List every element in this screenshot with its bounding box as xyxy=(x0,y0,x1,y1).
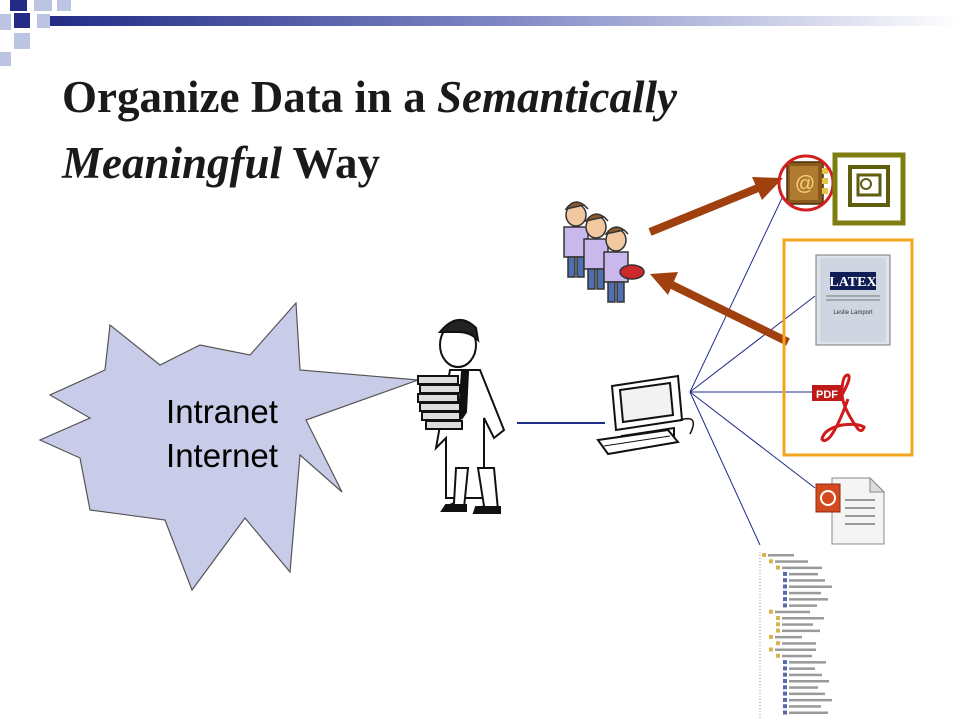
tree-node-label xyxy=(789,585,832,588)
tree-node-label xyxy=(782,629,820,633)
tree-node-icon xyxy=(783,672,787,677)
tree-node-icon xyxy=(776,641,780,646)
tree-node-label xyxy=(782,566,822,570)
powerpoint-document-icon[interactable] xyxy=(815,476,886,545)
tree-node-icon xyxy=(783,578,787,583)
tree-node-icon xyxy=(776,616,780,620)
tree-node-label xyxy=(789,604,817,607)
tree-node-icon xyxy=(769,647,773,652)
person-carrying-documents xyxy=(417,319,506,514)
tree-node-label xyxy=(789,579,825,582)
tree-node-icon xyxy=(783,590,787,595)
tree-node-label xyxy=(789,692,825,696)
tree-node-icon xyxy=(783,685,787,690)
tree-node-icon xyxy=(776,628,780,633)
tree-node-label xyxy=(775,648,816,651)
tree-node-icon xyxy=(783,571,787,576)
tree-node-label xyxy=(782,623,813,626)
pdf-label: PDF xyxy=(816,389,838,401)
tree-node-label xyxy=(782,617,824,620)
tree-node-icon xyxy=(776,622,780,627)
address-book-icon[interactable]: @ xyxy=(786,161,828,205)
title-part-1: Organize Data in a xyxy=(62,72,437,122)
tree-node-label xyxy=(782,642,816,645)
tree-node-label xyxy=(789,598,828,601)
corner-decoration xyxy=(0,0,71,66)
title-part-2: Way xyxy=(282,138,381,188)
file-tree-icon[interactable] xyxy=(754,548,848,720)
people-group-icon xyxy=(563,201,645,303)
tree-node-icon xyxy=(783,584,787,589)
tree-node-label xyxy=(775,610,810,614)
arrows xyxy=(648,177,790,346)
burst-label: Intranet Internet xyxy=(112,390,332,478)
network-lines xyxy=(689,195,816,546)
latex-book-author: Leslie Lamport xyxy=(833,310,873,316)
header-bar xyxy=(50,16,960,26)
presentation-frame xyxy=(832,152,906,226)
tree-node-icon xyxy=(783,679,787,683)
tree-node-label xyxy=(782,654,812,658)
svg-text:@: @ xyxy=(795,173,815,195)
tree-node-icon xyxy=(776,565,780,570)
tree-node-label xyxy=(789,686,818,689)
burst-line-internet: Internet xyxy=(166,437,278,474)
tree-node-icon xyxy=(783,697,787,702)
title-emphasis-2: Meaningful xyxy=(62,138,283,188)
tree-node-icon xyxy=(783,704,787,709)
tree-node-icon xyxy=(783,666,787,671)
tree-node-icon xyxy=(769,634,773,639)
document-frame xyxy=(782,238,914,457)
tree-node-label xyxy=(789,591,821,595)
latex-book-icon[interactable] xyxy=(815,254,891,346)
tree-node-label xyxy=(789,705,821,708)
tree-node-label xyxy=(789,572,818,576)
tree-node-label xyxy=(789,667,815,670)
computer-icon xyxy=(596,374,695,456)
tree-node-label xyxy=(768,554,794,557)
title-emphasis-1: Semantically xyxy=(436,72,677,122)
tree-node-icon xyxy=(783,710,787,715)
tree-node-label xyxy=(789,711,828,714)
tree-node-icon xyxy=(783,660,787,665)
tree-node-icon xyxy=(783,597,787,602)
tree-node-label xyxy=(789,698,832,702)
tree-node-icon xyxy=(769,609,773,614)
tree-node-icon xyxy=(783,691,787,696)
tree-node-icon xyxy=(776,653,780,658)
tree-node-label xyxy=(789,680,829,683)
tree-node-label xyxy=(789,661,826,664)
pdf-icon[interactable] xyxy=(812,373,866,443)
presentation-icon[interactable] xyxy=(848,165,890,207)
tree-node-icon xyxy=(769,559,773,564)
tree-node-label xyxy=(775,560,808,563)
latex-book-title: LATEX xyxy=(829,275,876,290)
tree-node-icon xyxy=(762,553,766,557)
burst-shape xyxy=(38,301,419,592)
burst-line-intranet: Intranet xyxy=(166,393,278,430)
tree-node-label xyxy=(775,635,802,639)
tree-node-label xyxy=(789,673,822,677)
tree-node-icon xyxy=(783,603,787,608)
